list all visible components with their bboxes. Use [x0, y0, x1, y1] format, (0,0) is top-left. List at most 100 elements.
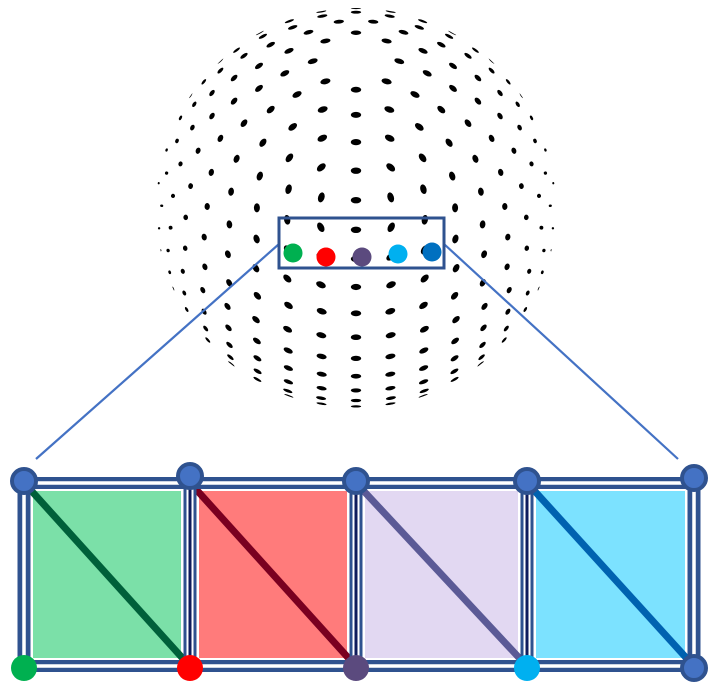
sphere-dot [503, 325, 509, 332]
sphere-dot [471, 47, 479, 53]
sphere-dot [350, 405, 362, 408]
sphere-dot [284, 394, 294, 398]
sphere-dot [418, 48, 428, 54]
sphere-dot [452, 203, 459, 213]
sphere-dot [350, 373, 362, 379]
sphere-dot [479, 220, 486, 229]
sphere-dot [240, 52, 248, 59]
sphere-dot [224, 250, 231, 259]
sphere-dot [385, 353, 396, 360]
sphere-dot [350, 10, 362, 14]
sphere-dot [157, 182, 160, 185]
red-sample-dot [316, 247, 336, 267]
sphere-dot [449, 62, 457, 70]
sphere-dot [481, 302, 488, 310]
sphere-dot [451, 337, 459, 345]
sphere-dot [536, 193, 542, 198]
sphere-dot [450, 355, 459, 362]
left-zoom-line [35, 243, 280, 460]
sphere-dot [506, 286, 512, 294]
sphere-dot [230, 97, 238, 105]
sphere-dot [259, 138, 267, 147]
sphere-dot [497, 89, 503, 97]
right-zoom-line [443, 243, 679, 460]
sphere-dot [317, 14, 328, 18]
sphere-dot [387, 192, 395, 203]
sphere-dot [394, 58, 405, 65]
sphere-dot [542, 248, 546, 253]
sphere-dot [523, 214, 529, 221]
sphere-dot [488, 67, 495, 74]
sphere-dot [172, 286, 175, 291]
sphere-dot [350, 355, 362, 362]
sphere-dot [381, 38, 392, 44]
sphere-dot [488, 134, 495, 142]
sphere-dot [524, 245, 530, 251]
sphere-dot [166, 248, 170, 253]
sphere-dot [481, 250, 488, 259]
sphere-dot [420, 184, 427, 194]
sphere-dot [437, 41, 446, 48]
sphere-dot [288, 123, 297, 131]
sphere-dot [505, 308, 511, 315]
dotted-sphere [157, 8, 555, 408]
sphere-dot [203, 325, 209, 332]
sphere-dot [444, 33, 454, 39]
sphere-dot [316, 308, 327, 315]
sphere-dot [266, 105, 275, 114]
sphere-dot [175, 138, 179, 144]
sphere-dot [350, 30, 362, 35]
sphere-dot [533, 138, 537, 144]
sphere-dot [410, 91, 420, 98]
sphere-dot [200, 286, 206, 294]
sphere-dot [511, 147, 517, 154]
sphere-dot [543, 171, 548, 175]
purple-sample-dot [352, 247, 372, 267]
sphere-dot [474, 97, 482, 105]
sphere-dot [255, 62, 263, 70]
sphere-dot [317, 222, 325, 233]
sphere-dot [283, 388, 293, 394]
sphere-dot [478, 354, 485, 361]
sphere-dot [255, 84, 263, 92]
sphere-dot [253, 291, 262, 300]
bottom-vertex-node [680, 654, 708, 682]
sphere-dot [502, 203, 508, 210]
sphere-dot [398, 29, 409, 35]
sphere-dot [333, 19, 344, 24]
sphere-dot [195, 147, 201, 154]
sphere-dot [233, 154, 240, 163]
sphere-dot [182, 245, 188, 251]
sphere-dot [527, 268, 532, 274]
sphere-dot [228, 361, 235, 367]
red-cell-diagonal [191, 484, 355, 665]
sphere-dot [350, 398, 362, 403]
light-blue-sample-dot [388, 244, 408, 264]
sphere-dot [182, 290, 187, 296]
sphere-dot [316, 353, 327, 360]
sphere-dot [252, 316, 260, 324]
sphere-dot [283, 379, 294, 385]
sphere-dot [449, 171, 456, 181]
sphere-dot [421, 214, 428, 225]
sphere-dot [477, 361, 484, 367]
sphere-dot [418, 394, 428, 398]
sphere-dot [225, 324, 232, 332]
sphere-dot [450, 291, 459, 300]
sphere-dot [384, 14, 395, 18]
bottom-vertex-node [177, 655, 203, 681]
sphere-dot [307, 58, 318, 65]
top-vertex-node [680, 464, 708, 492]
sphere-dot [184, 307, 189, 312]
bottom-vertex-node [343, 655, 369, 681]
sphere-dot [285, 153, 294, 163]
sphere-dot [164, 171, 169, 175]
blue-sample-dot [422, 242, 442, 262]
sphere-dot [418, 379, 429, 385]
sphere-dot [253, 368, 262, 375]
sample-dot-row [283, 242, 442, 267]
sphere-dot [505, 233, 511, 241]
sphere-dot [386, 281, 396, 289]
bottom-vertex-node [514, 655, 540, 681]
sphere-dot [240, 119, 248, 128]
